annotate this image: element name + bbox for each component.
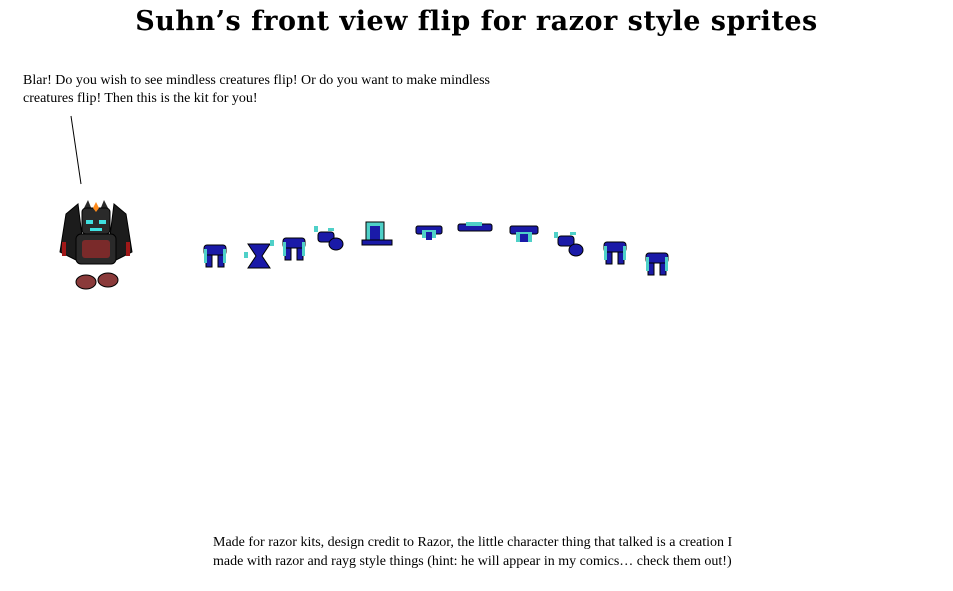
page-title: Suhn’s front view flip for razor style s… — [135, 6, 818, 37]
flip-frame-8 — [509, 225, 539, 242]
flip-frame-9 — [554, 232, 584, 257]
credits-text: Made for razor kits, design credit to Ra… — [213, 535, 733, 569]
flip-frame-11 — [645, 252, 669, 276]
flip-frame-10 — [603, 241, 627, 265]
flip-frame-4 — [314, 226, 344, 251]
flip-frame-1 — [203, 244, 227, 268]
flip-frame-6 — [415, 225, 443, 240]
talking-character-sprite — [59, 200, 133, 290]
flip-frame-2 — [244, 240, 274, 269]
flip-sequence — [203, 221, 669, 276]
flip-frame-7 — [457, 222, 493, 232]
flip-frame-3 — [282, 237, 306, 261]
flip-frame-5 — [361, 221, 393, 246]
speech-text: Blar! Do you wish to see mindless creatu… — [23, 73, 490, 106]
